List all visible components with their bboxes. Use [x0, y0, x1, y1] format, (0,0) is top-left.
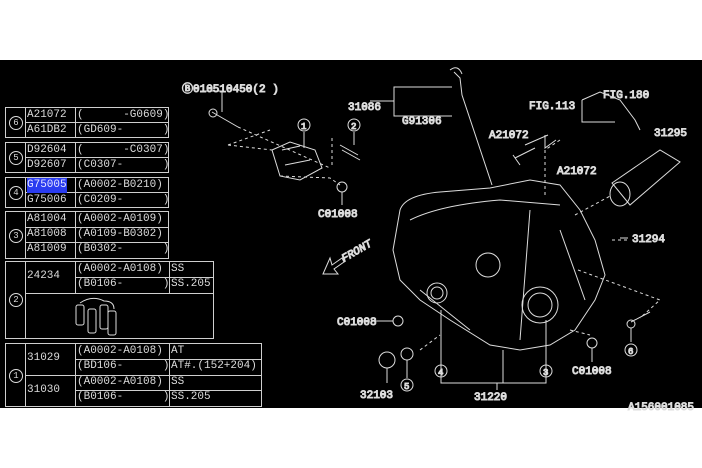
date-range: ( -C0307) — [77, 144, 170, 156]
date-range: ( -G0609) — [77, 109, 170, 121]
part-number[interactable]: D92607 — [27, 159, 67, 171]
parts-diagram-canvas — [0, 60, 702, 408]
part-number[interactable]: A21072 — [27, 109, 67, 121]
ref-circle-5: 5 — [9, 151, 23, 165]
date-range: (A0002-A0108) — [77, 345, 163, 357]
date-range: (C0307- ) — [77, 159, 170, 171]
ref-1-label[interactable]: 1 — [301, 122, 307, 133]
bracket-part — [271, 141, 323, 181]
part-label-32103[interactable]: 32103 — [360, 390, 394, 403]
part-number[interactable]: A81008 — [27, 228, 67, 240]
part-label-g91306[interactable]: G91306 — [402, 116, 443, 129]
ref-circle-5-diagram — [400, 378, 414, 392]
date-range: (A0002-A0108) — [77, 263, 163, 275]
ref-circle-1: 1 — [9, 369, 23, 383]
nut-icon — [586, 337, 598, 349]
ref-circle-4-diagram — [434, 364, 448, 378]
transmission-housing — [392, 179, 606, 351]
date-range: (A0002-A0109) — [77, 213, 163, 225]
ref-circle-6-diagram — [624, 343, 638, 357]
table-group-5: 5 D92604 ( -C0307) D92607 (C0307- ) — [5, 142, 169, 173]
date-range: (B0302- ) — [77, 243, 170, 255]
ref-circle-1-diagram — [297, 118, 311, 132]
table-group-3: 3 A81004 (A0002-A0109) A81008 (A0109-B03… — [5, 211, 169, 259]
table-group-6: 6 A21072 ( -G0609) A61DB2 (GD609- ) — [5, 107, 169, 138]
note: AT#.(152+204) — [171, 360, 257, 372]
part-label-31086[interactable]: 31086 — [348, 102, 382, 115]
part-label-31220[interactable]: 31220 — [474, 392, 508, 405]
date-range: (B0106- ) — [77, 391, 170, 403]
part-number[interactable]: A81004 — [27, 213, 67, 225]
ref-circle-3: 3 — [9, 229, 23, 243]
table-group-1: 1 31029 (A0002-A0108) AT (BD106- ) AT#.(… — [5, 343, 262, 407]
part-number[interactable]: 24234 — [27, 270, 61, 282]
dipstick-part — [449, 67, 493, 186]
note: SS.205 — [171, 391, 211, 403]
ref-circle-2: 2 — [9, 293, 23, 307]
drawing-id: A156001085 — [628, 402, 694, 414]
ref-2-label[interactable]: 2 — [351, 122, 357, 133]
bolt-icon — [200, 90, 239, 128]
ref-4-label[interactable]: 4 — [438, 368, 444, 379]
fig-113-link[interactable]: FIG.113 — [529, 101, 576, 114]
fig-180-link[interactable]: FIG.180 — [603, 90, 650, 103]
part-number[interactable]: G75006 — [27, 194, 67, 206]
ref-circle-4: 4 — [9, 186, 23, 200]
part-number[interactable]: D92604 — [27, 144, 67, 156]
ref-6-label[interactable]: 6 — [628, 347, 634, 358]
part-label-c01008[interactable]: C01008 — [337, 317, 378, 330]
bracket-fig180 — [581, 91, 641, 131]
part-number[interactable]: 31029 — [27, 352, 61, 364]
front-label: FRONT — [340, 238, 376, 266]
part-label-c01008[interactable]: C01008 — [572, 366, 613, 379]
part-number-selected[interactable]: G75005 — [27, 178, 67, 193]
note: SS — [171, 376, 185, 388]
ref-circle-3-diagram — [539, 364, 553, 378]
date-range: (B0106- ) — [77, 278, 170, 290]
nut-icon — [392, 315, 404, 327]
part-number[interactable]: 31030 — [27, 384, 61, 396]
seal-tube-part — [611, 149, 681, 206]
part-thumbnail-24234 — [75, 297, 117, 336]
table-group-4: 4 G75005 (A0002-B0210) G75006 (C0209- ) — [5, 177, 169, 208]
part-label-c01008[interactable]: C01008 — [318, 209, 359, 222]
part-label-a21072[interactable]: A21072 — [489, 130, 530, 143]
note: SS — [171, 263, 185, 275]
part-label-31294[interactable]: 31294 — [632, 234, 666, 247]
plug-icon — [378, 351, 396, 369]
part-label-a21072[interactable]: A21072 — [557, 166, 598, 179]
part-number[interactable]: A61DB2 — [27, 124, 67, 136]
part-label-31295[interactable]: 31295 — [654, 128, 688, 141]
nut-icon — [336, 181, 348, 193]
table-group-2: 2 24234 (A0002-A0108) SS (B0106- ) SS.20… — [5, 261, 214, 339]
stud-icon — [339, 144, 361, 161]
ref-circle-6: 6 — [9, 116, 23, 130]
date-range: (A0002-B0210) — [77, 179, 163, 191]
date-range: (A0109-B0302) — [77, 228, 163, 240]
note: SS.205 — [171, 278, 211, 290]
ref-3-label[interactable]: 3 — [543, 368, 549, 379]
bolt-icon — [630, 311, 651, 323]
date-range: (A0002-A0108) — [77, 376, 163, 388]
ref-5-label[interactable]: 5 — [404, 382, 410, 393]
front-arrow-icon — [322, 256, 345, 275]
date-range: (BD106- ) — [77, 360, 170, 372]
ref-circle-2-diagram — [347, 118, 361, 132]
date-range: (GD609- ) — [77, 124, 170, 136]
date-range: (C0209- ) — [77, 194, 170, 206]
bolt-b-label[interactable]: Ⓑ010510450(2 ) — [182, 82, 280, 97]
part-number[interactable]: A81009 — [27, 243, 67, 255]
note: AT — [171, 345, 185, 357]
